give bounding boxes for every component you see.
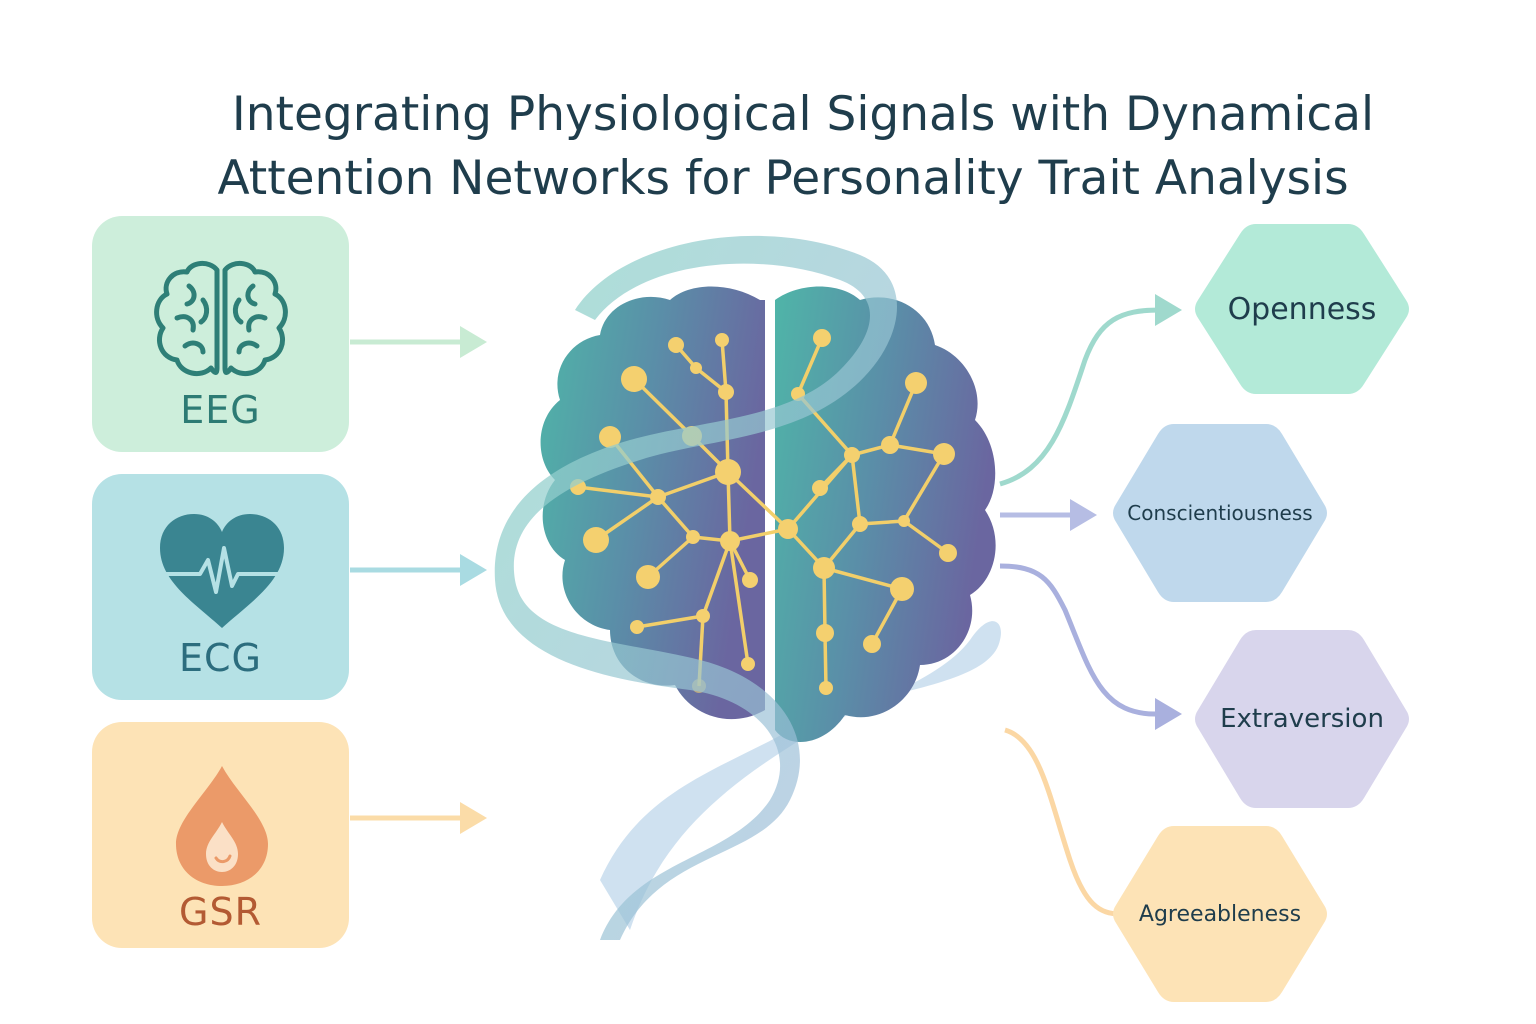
signal-label-eeg: EEG (180, 388, 261, 432)
output-arrow-conscientiousness (1000, 499, 1097, 531)
page-title: Integrating Physiological Signals with D… (0, 83, 1536, 211)
hexagon-shape (1113, 826, 1327, 1002)
hexagon-shape (1195, 224, 1409, 394)
trait-label: Agreeableness (1138, 901, 1302, 927)
output-arrow-agreeableness (1004, 727, 1121, 917)
output-arrow-extraversion (999, 563, 1182, 730)
signal-card-eeg: EEG (92, 216, 349, 452)
signal-card-gsr: GSR (92, 722, 349, 948)
trait-agreeableness: Agreeableness (1110, 824, 1330, 1004)
input-arrow-gsr (350, 802, 487, 834)
hexagon-shape (1195, 630, 1409, 808)
title-line-2: Attention Networks for Personality Trait… (217, 151, 1349, 207)
output-arrow-openness (999, 294, 1182, 487)
signal-card-ecg: ECG (92, 474, 349, 700)
brain-icon (154, 261, 288, 377)
input-arrow-eeg (350, 326, 487, 358)
attention-ribbon-front (494, 235, 898, 941)
hexagon-shape (1113, 424, 1327, 602)
heart-pulse-icon (160, 514, 284, 628)
trait-label: Conscientiousness (1127, 501, 1313, 525)
trait-label: Openness (1227, 291, 1377, 327)
trait-conscientiousness: Conscientiousness (1110, 420, 1330, 606)
signal-label-gsr: GSR (179, 890, 262, 934)
title-line-1: Integrating Physiological Signals with D… (231, 87, 1375, 143)
input-arrow-ecg (350, 554, 487, 586)
trait-label: Extraversion (1220, 704, 1384, 734)
signal-label-ecg: ECG (179, 636, 262, 680)
drop-icon (176, 766, 268, 886)
trait-extraversion: Extraversion (1192, 626, 1412, 812)
trait-openness: Openness (1192, 216, 1412, 402)
